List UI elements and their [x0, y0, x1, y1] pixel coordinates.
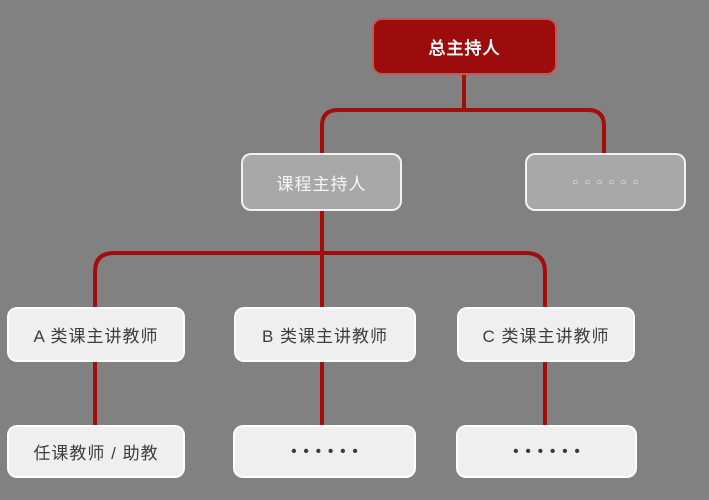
node-root: 总主持人 [372, 18, 557, 75]
node-teacher-b-label: B 类课主讲教师 [261, 327, 389, 346]
node-teacher-a-label: A 类课主讲教师 [33, 327, 159, 346]
node-more-c: •••••• [456, 425, 637, 478]
node-more-b: •••••• [233, 425, 416, 478]
ellipsis-rings: ○○○○○○ [572, 176, 645, 188]
node-root-label: 总主持人 [428, 39, 501, 58]
node-course-host-label: 课程主持人 [276, 174, 367, 194]
node-course-host: 课程主持人 [241, 153, 402, 211]
node-other-hosts: ○○○○○○ [525, 153, 686, 211]
node-teacher-c: C 类课主讲教师 [457, 307, 635, 362]
node-assistants-label: 任课教师 / 助教 [33, 444, 159, 463]
ellipsis-dots-c: •••••• [513, 443, 587, 460]
edge-level2-bracket [320, 108, 606, 156]
node-teacher-a: A 类课主讲教师 [7, 307, 185, 362]
ellipsis-dots-b: •••••• [291, 443, 365, 460]
node-teacher-b: B 类课主讲教师 [234, 307, 416, 362]
node-teacher-c-label: C 类课主讲教师 [482, 327, 610, 346]
node-assistants: 任课教师 / 助教 [7, 425, 185, 478]
edge-level3-bracket [93, 251, 547, 310]
